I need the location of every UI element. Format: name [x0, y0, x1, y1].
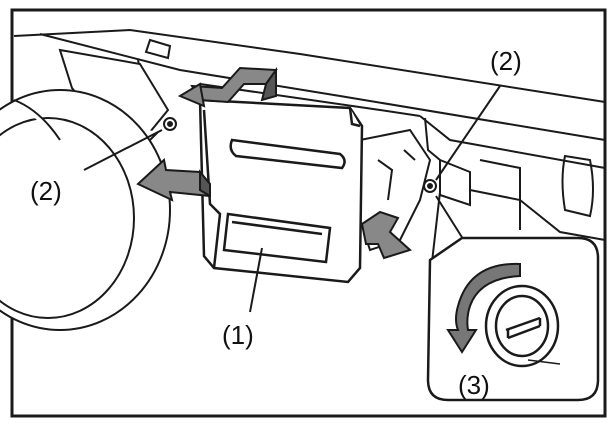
detail-inset [426, 236, 600, 402]
callout-part-2-right: (2) [490, 46, 522, 76]
arrow-left [136, 158, 211, 202]
arrow-right [360, 210, 412, 260]
wheel [0, 89, 171, 331]
callout-part-2-left: (2) [30, 176, 62, 206]
rotation-arrow [446, 262, 521, 354]
screw-detail [484, 284, 561, 368]
screw-left [163, 117, 177, 131]
machine-chassis [13, 28, 606, 301]
callout-part-1: (1) [222, 320, 254, 350]
cover-part-1 [198, 98, 364, 284]
arrow-up-left [177, 66, 278, 108]
callout-part-3: (3) [458, 370, 490, 400]
screw-right [423, 179, 437, 193]
